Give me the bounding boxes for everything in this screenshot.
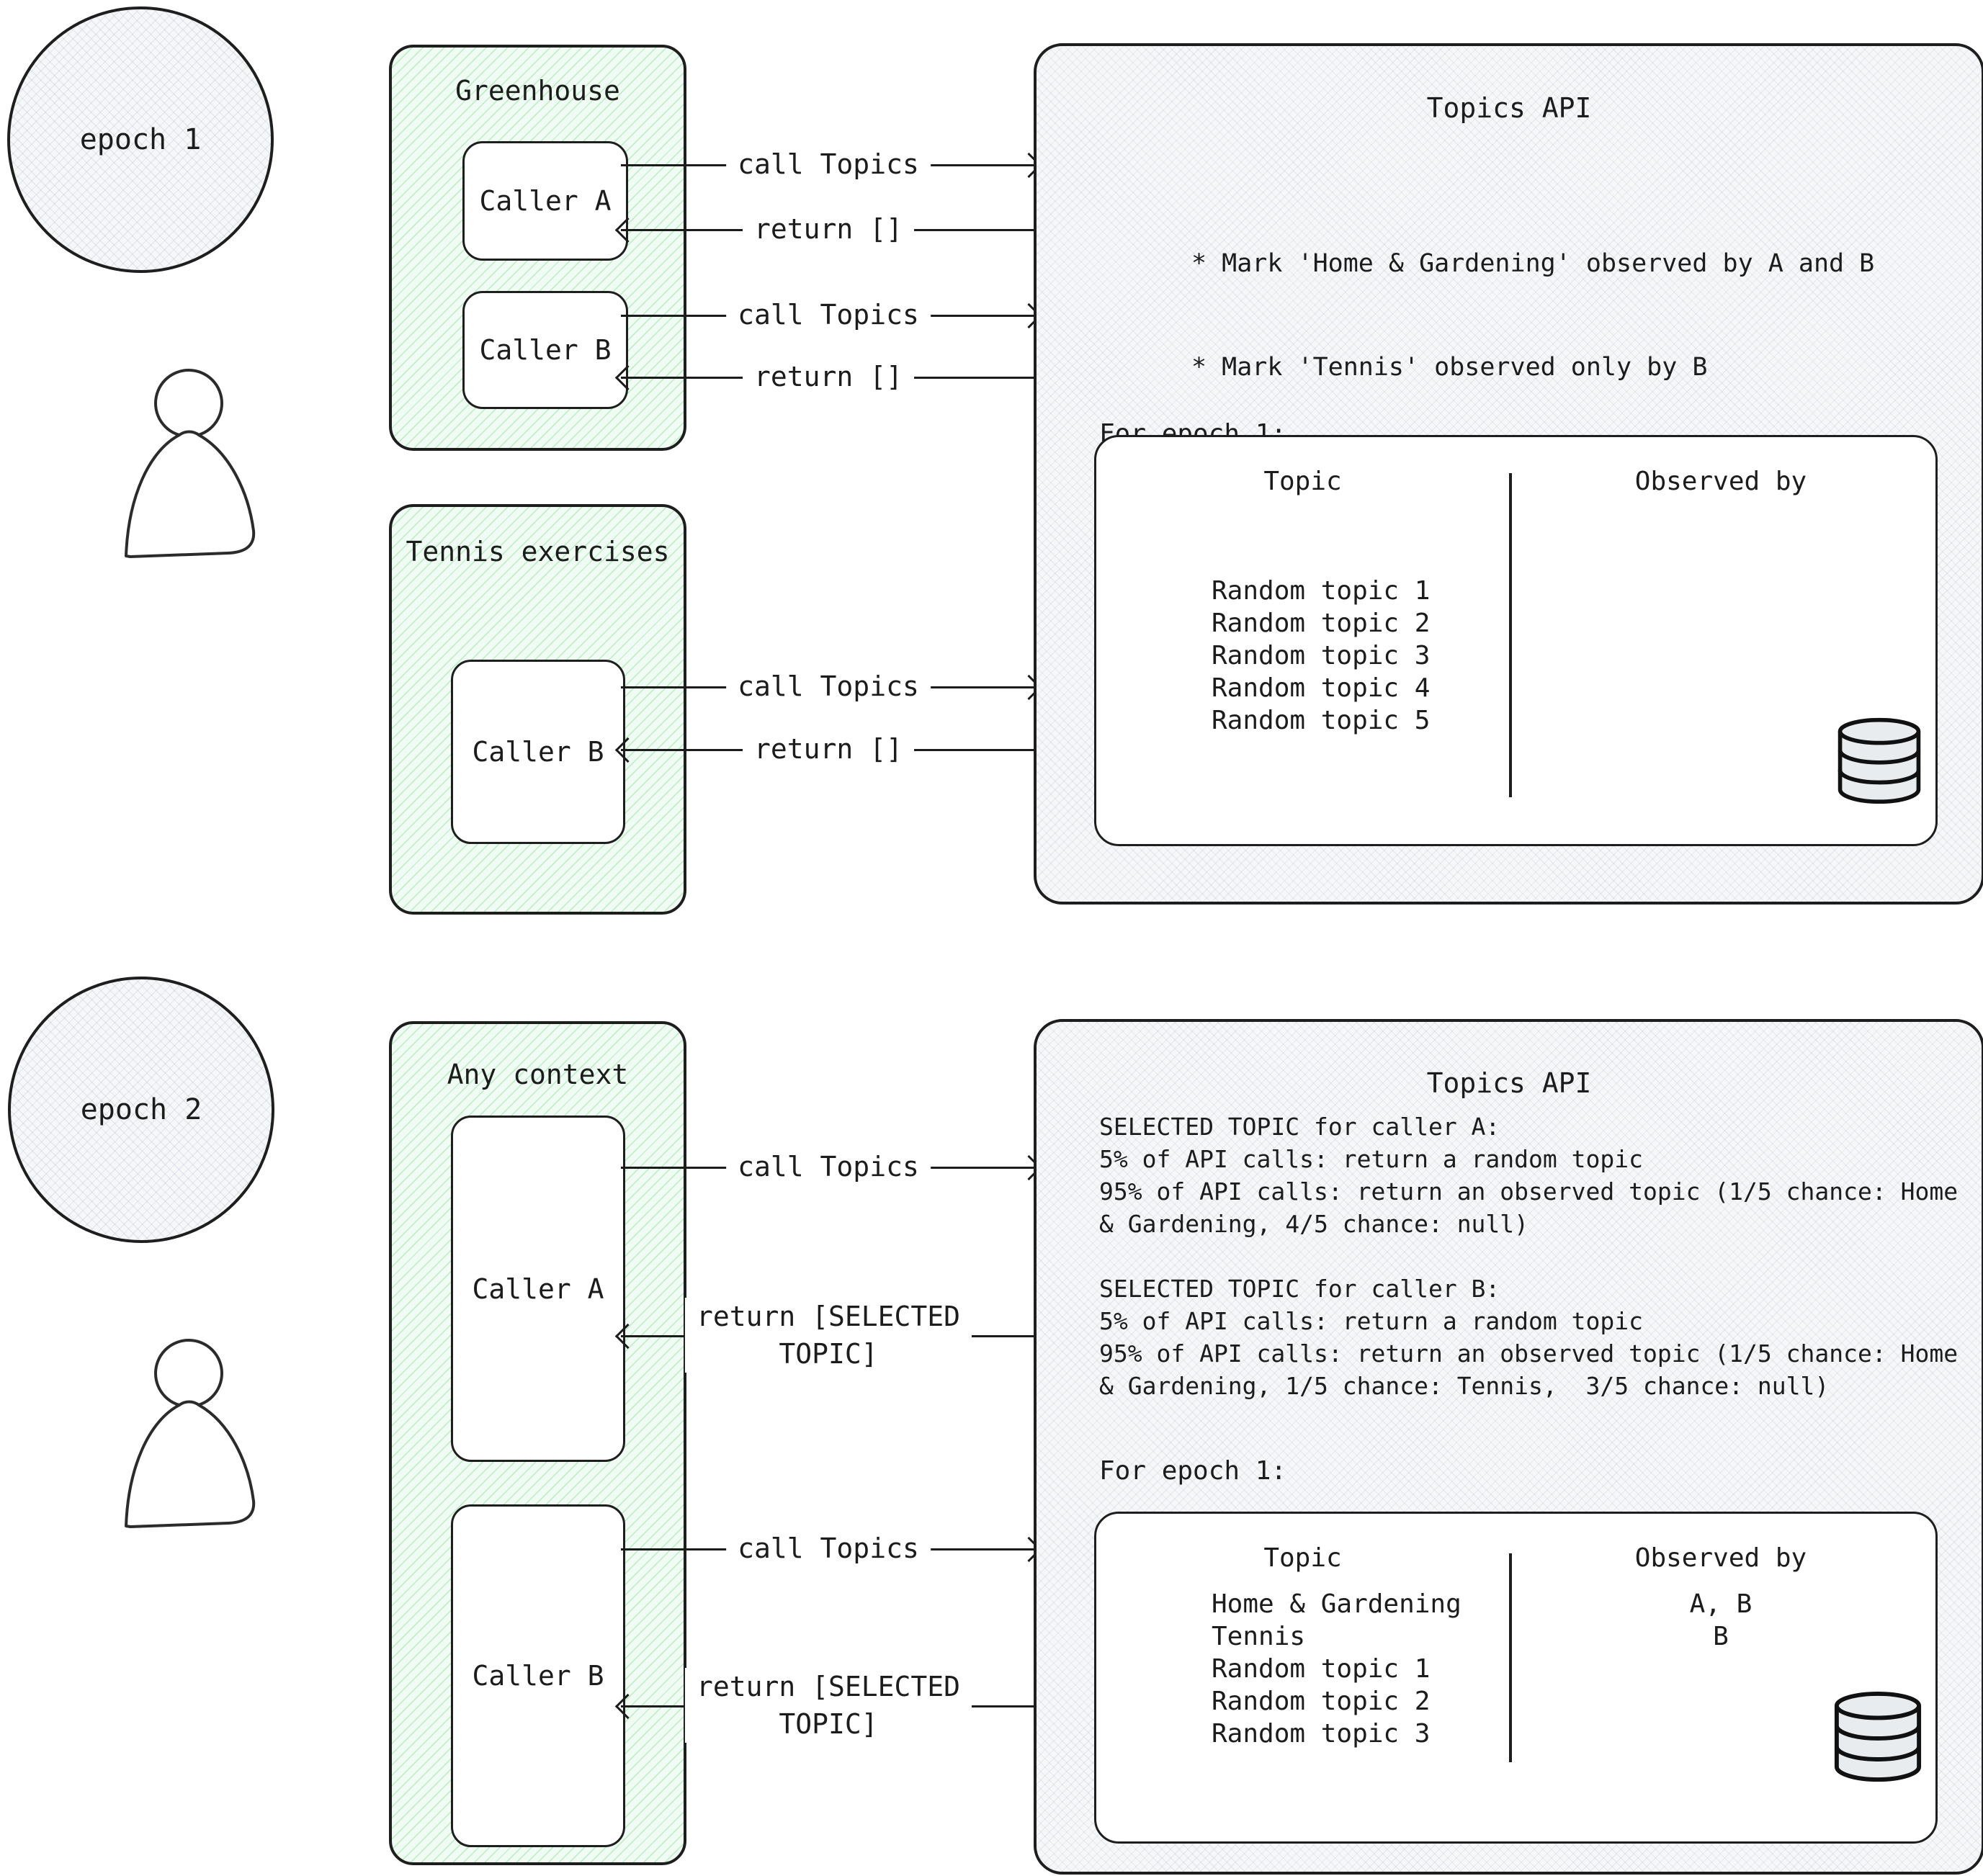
table-row: Random topic 2 [1096, 1685, 1935, 1718]
table-row: Random topic 1 [1096, 575, 1935, 607]
table-row: Random topic 5 [1096, 704, 1935, 737]
observed-by-cell [1509, 575, 1933, 607]
table-row: Random topic 4 [1096, 672, 1935, 704]
observed-by-cell [1509, 607, 1933, 639]
topic-cell: Home & Gardening [1212, 1589, 1461, 1619]
arrow-label-return-empty: return [] [743, 730, 914, 768]
caller-a-label: Caller A [472, 1273, 604, 1305]
column-header-observed-by: Observed by [1634, 1543, 1807, 1573]
observed-by-cell [1509, 1653, 1933, 1685]
person-body [125, 430, 256, 558]
epoch-1-circle: epoch 1 [7, 6, 274, 273]
any-context-box: Any context Caller A Caller B [389, 1021, 686, 1865]
rule-line: 95% of API calls: return an observed top… [1099, 1339, 1959, 1368]
table-rows: Home & Gardening A, B Tennis B Random topic … [1096, 1588, 1935, 1750]
note-mark-tennis: * Mark 'Tennis' observed only by B [1191, 353, 1708, 382]
caller-a-box-epoch2: Caller A [451, 1116, 625, 1462]
topics-api-title: Topics API [1426, 92, 1592, 124]
caller-a-box-greenhouse: Caller A [462, 141, 628, 261]
topic-cell: Random topic 3 [1212, 641, 1431, 670]
caller-a-label: Caller A [479, 185, 612, 217]
api-notes: * Mark 'Home & Gardening' observed by A … [1191, 177, 1874, 454]
arrow-label-return-empty: return [] [743, 358, 914, 395]
arrow-label-return-selected: return [SELECTED TOPIC] [684, 1668, 972, 1743]
rule-line [1099, 1240, 1953, 1273]
column-header-topic: Topic [1263, 467, 1342, 496]
database-icon [1837, 717, 1921, 804]
epoch-2-label: epoch 2 [80, 1093, 202, 1126]
table-row: Tennis B [1096, 1620, 1935, 1653]
caller-b-box-epoch2: Caller B [451, 1504, 625, 1847]
caller-b-label: Caller B [479, 334, 612, 366]
arrow-label-return-empty: return [] [743, 210, 914, 248]
topics-api-box-epoch2: Topics API SELECTED TOPIC for caller A: 5… [1034, 1019, 1983, 1875]
note-mark-home-gardening: * Mark 'Home & Gardening' observed by A … [1191, 249, 1875, 278]
greenhouse-box: Greenhouse Caller A Caller B [389, 45, 686, 451]
rule-line: 5% of API calls: return a random topic [1099, 1307, 1643, 1335]
table-rows: Random topic 1 Random topic 2 Random topic… [1096, 575, 1935, 737]
topic-cell: Random topic 2 [1212, 1687, 1431, 1716]
tennis-exercises-box: Tennis exercises Caller B [389, 504, 686, 915]
topic-cell: Random topic 4 [1212, 673, 1431, 703]
person-head [154, 1339, 223, 1408]
greenhouse-title: Greenhouse [455, 75, 620, 107]
column-header-observed-by: Observed by [1634, 467, 1807, 496]
column-header-topic: Topic [1263, 1543, 1342, 1573]
rule-line: 95% of API calls: return an observed top… [1099, 1177, 1959, 1206]
observed-by-cell: B [1713, 1622, 1729, 1651]
epoch-1-label: epoch 1 [79, 123, 202, 156]
caller-b-box-tennis: Caller B [451, 660, 625, 844]
observed-by-cell [1509, 639, 1933, 672]
rule-line: SELECTED TOPIC for caller A: [1099, 1113, 1500, 1141]
topic-cell: Random topic 1 [1212, 576, 1431, 606]
selected-topic-rules: SELECTED TOPIC for caller A: 5% of API ca… [1099, 1110, 1959, 1402]
caller-b-label: Caller B [472, 1660, 604, 1692]
rule-line: & Gardening, 4/5 chance: null) [1099, 1210, 1529, 1238]
rule-line: SELECTED TOPIC for caller B: [1099, 1275, 1500, 1303]
person-icon [125, 369, 256, 558]
topic-cell: Random topic 3 [1212, 1719, 1431, 1749]
any-context-title: Any context [447, 1059, 629, 1090]
rule-line: 5% of API calls: return a random topic [1099, 1145, 1643, 1173]
topic-cell: Random topic 1 [1212, 1654, 1431, 1684]
arrow-label-call-topics: call Topics [726, 668, 931, 705]
database-icon [1834, 1691, 1922, 1782]
caller-b-box-greenhouse: Caller B [462, 291, 628, 409]
arrow-label-return-selected: return [SELECTED TOPIC] [684, 1298, 972, 1373]
topic-cell: Random topic 5 [1212, 706, 1431, 735]
for-epoch-label: For epoch 1: [1099, 1456, 1287, 1486]
table-row: Random topic 2 [1096, 607, 1935, 639]
table-row: Random topic 1 [1096, 1653, 1935, 1685]
table-row: Random topic 3 [1096, 1718, 1935, 1750]
column-divider [1509, 473, 1512, 797]
arrow-label-call-topics: call Topics [726, 1530, 931, 1567]
epoch-2-circle: epoch 2 [8, 977, 274, 1243]
topics-api-title: Topics API [1426, 1067, 1592, 1099]
caller-b-label: Caller B [472, 736, 604, 768]
person-head [154, 369, 223, 438]
rule-line: & Gardening, 1/5 chance: Tennis, 3/5 cha… [1099, 1372, 1830, 1400]
observed-by-cell [1509, 672, 1933, 704]
table-row: Random topic 3 [1096, 639, 1935, 672]
column-divider [1509, 1553, 1512, 1762]
table-row: Home & Gardening A, B [1096, 1588, 1935, 1620]
arrow-label-call-topics: call Topics [726, 1148, 931, 1185]
topic-cell: Random topic 2 [1212, 609, 1431, 638]
person-body [125, 1400, 256, 1528]
arrow-label-call-topics: call Topics [726, 145, 931, 183]
arrow-label-call-topics: call Topics [726, 296, 931, 333]
observed-by-cell: A, B [1689, 1589, 1753, 1619]
tennis-exercises-title: Tennis exercises [406, 536, 670, 567]
person-icon [125, 1339, 256, 1528]
topic-cell: Tennis [1212, 1622, 1306, 1651]
topics-api-box-epoch1: Topics API * Mark 'Home & Gardening' obs… [1034, 43, 1983, 905]
